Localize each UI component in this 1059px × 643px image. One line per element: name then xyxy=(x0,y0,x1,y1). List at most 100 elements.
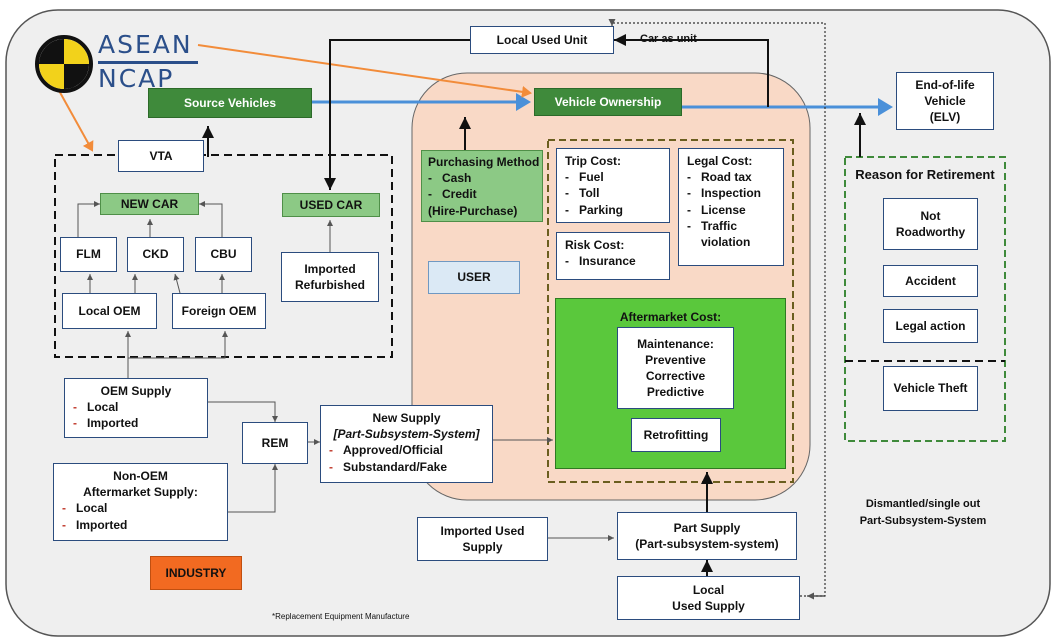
imported-refurbished-box: Imported Refurbished xyxy=(281,252,379,302)
retirement-group xyxy=(844,156,1006,442)
user-box: USER xyxy=(428,261,520,294)
retirement-title: Reason for Retirement xyxy=(855,167,995,182)
not-roadworthy-line2: Roadworthy xyxy=(895,225,966,239)
flm-label: FLM xyxy=(76,247,101,262)
local-oem-box: Local OEM xyxy=(62,293,157,329)
vehicle-theft-label: Vehicle Theft xyxy=(893,381,968,396)
elv-line1: End-of-life xyxy=(915,77,975,92)
non-oem-line1: Non-OEM xyxy=(113,469,168,483)
risk-cost-item: -Insurance xyxy=(565,254,636,269)
ckd-box: CKD xyxy=(127,237,184,272)
vta-box: VTA xyxy=(118,140,204,172)
legal-cost-title: Legal Cost: xyxy=(687,154,753,168)
imported-used-line2: Supply xyxy=(462,540,503,554)
legal-cost-extra: violation xyxy=(701,234,751,249)
vta-label: VTA xyxy=(149,148,173,163)
purchasing-extra: (Hire-Purchase) xyxy=(428,203,518,218)
trip-cost-box: Trip Cost: -Fuel -Toll -Parking xyxy=(556,148,670,223)
cbu-box: CBU xyxy=(195,237,252,272)
purchasing-title: Purchasing Method xyxy=(428,155,540,169)
elv-line3: (ELV) xyxy=(929,110,961,125)
new-supply-box: New Supply [Part-Subsystem-System] -Appr… xyxy=(320,405,493,483)
non-oem-line2: Aftermarket Supply: xyxy=(83,485,198,500)
new-car-box: NEW CAR xyxy=(100,193,199,215)
logo-text-top: ASEAN xyxy=(98,30,193,59)
maintenance-title: Maintenance: xyxy=(637,336,714,351)
aftermarket-title: Aftermarket Cost: xyxy=(619,310,722,324)
new-supply-item: -Approved/Official xyxy=(329,443,444,458)
elv-box: End-of-life Vehicle (ELV) xyxy=(896,72,994,130)
oem-to-rem xyxy=(208,401,278,422)
imported-used-line1: Imported Used xyxy=(440,523,525,538)
oem-supply-box: OEM Supply -Local -Imported xyxy=(64,378,208,438)
source-vehicles-label: Source Vehicles xyxy=(183,95,277,110)
footnote: *Replacement Equipment Manufacture xyxy=(272,612,410,621)
used-car-box: USED CAR xyxy=(282,193,380,217)
nonoem-to-rem xyxy=(228,464,278,513)
retrofitting-label: Retrofitting xyxy=(643,427,709,442)
new-supply-line2: [Part-Subsystem-System] xyxy=(333,427,480,442)
local-used-supply-line2: Used Supply xyxy=(672,599,745,613)
oem-supply-item: -Imported xyxy=(73,416,139,431)
foreignoem-to-ckd xyxy=(173,273,181,294)
crash-test-target-icon xyxy=(35,35,93,93)
trip-cost-title: Trip Cost: xyxy=(565,154,621,168)
purchasing-item: -Credit xyxy=(428,187,477,202)
used-car-label: USED CAR xyxy=(299,197,363,212)
local-used-supply-line1: Local xyxy=(692,582,725,597)
asean-ncap-logo: ASEAN NCAP xyxy=(30,28,210,98)
non-oem-item: -Imported xyxy=(62,517,128,532)
dismantled-line1: Dismantled/single out xyxy=(865,498,981,510)
rem-label: REM xyxy=(261,435,289,450)
oem-to-foreignoem xyxy=(128,331,228,359)
purchasing-method-box: Purchasing Method -Cash -Credit (Hire-Pu… xyxy=(421,150,543,222)
new-supply-item: -Substandard/Fake xyxy=(329,459,448,474)
local-oem-label: Local OEM xyxy=(78,303,141,318)
cbu-label: CBU xyxy=(210,247,237,262)
industry-box: INDUSTRY xyxy=(150,556,242,590)
retrofitting-box: Retrofitting xyxy=(631,418,721,452)
legal-cost-item: -Road tax xyxy=(687,170,752,185)
orange-arrow-ownership xyxy=(197,44,532,98)
legal-cost-item: -License xyxy=(687,202,746,217)
non-oem-supply-box: Non-OEM Aftermarket Supply: -Local -Impo… xyxy=(53,463,228,541)
flm-box: FLM xyxy=(60,237,117,272)
vehicle-source-group xyxy=(54,154,393,358)
not-roadworthy-line1: Not xyxy=(920,208,941,223)
dismantled-label: Dismantled/single out Part-Subsystem-Sys… xyxy=(848,496,998,529)
local-used-unit-label: Local Used Unit xyxy=(496,32,588,47)
part-supply-line2: (Part-subsystem-system) xyxy=(635,537,779,551)
maintenance-item: Corrective xyxy=(645,369,706,383)
user-label: USER xyxy=(457,270,491,285)
trip-cost-item: -Toll xyxy=(565,186,600,201)
purchasing-item: -Cash xyxy=(428,171,472,186)
rem-box: REM xyxy=(242,422,308,464)
flm-to-newcar xyxy=(77,201,100,237)
legal-action-label: Legal action xyxy=(895,318,966,333)
vehicle-theft-box: Vehicle Theft xyxy=(883,366,978,411)
local-used-supply-box: Local Used Supply xyxy=(617,576,800,620)
non-oem-item: -Local xyxy=(62,501,108,516)
legal-cost-item: -Traffic xyxy=(687,218,738,233)
industry-label: INDUSTRY xyxy=(165,565,227,580)
foreign-oem-label: Foreign OEM xyxy=(181,303,257,318)
elv-line2: Vehicle xyxy=(924,93,966,108)
oem-supply-title: OEM Supply xyxy=(100,384,172,398)
legal-cost-box: Legal Cost: -Road tax -Inspection -Licen… xyxy=(678,148,784,266)
legal-cost-item: -Inspection xyxy=(687,186,762,201)
new-car-label: NEW CAR xyxy=(120,196,179,211)
car-as-unit-label: Car as unit xyxy=(640,33,697,45)
accident-box: Accident xyxy=(883,265,978,297)
logo-divider xyxy=(98,61,198,64)
legal-action-box: Legal action xyxy=(883,309,978,343)
not-roadworthy-box: Not Roadworthy xyxy=(883,198,978,250)
local-used-unit-to-used-car xyxy=(324,39,470,190)
local-used-unit-box: Local Used Unit xyxy=(470,26,614,54)
part-supply-box: Part Supply (Part-subsystem-system) xyxy=(617,512,797,560)
accident-label: Accident xyxy=(905,273,956,288)
imported-refurbished-line2: Refurbished xyxy=(294,278,365,292)
source-vehicles-box: Source Vehicles xyxy=(148,88,312,118)
trip-cost-item: -Fuel xyxy=(565,170,604,185)
cost-group xyxy=(547,139,794,483)
part-supply-line1: Part Supply xyxy=(673,520,741,535)
